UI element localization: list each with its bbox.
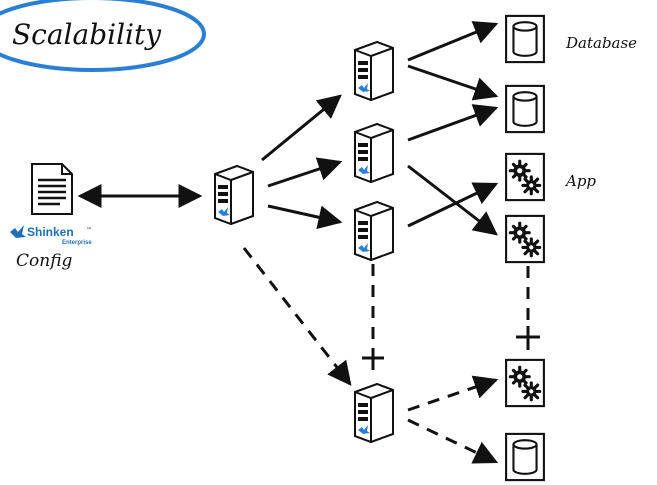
master-to-server2-arrow	[267, 157, 343, 188]
app-gears-icon	[504, 152, 546, 202]
brand-name: Shinken	[27, 225, 74, 239]
config-label: Config	[16, 251, 73, 271]
brand-sub: Enterprise	[62, 240, 92, 246]
plus-icon	[362, 348, 384, 370]
database-cylinder-icon	[504, 14, 546, 64]
master-to-server3-arrow	[267, 204, 343, 230]
page-title: Scalability	[12, 18, 162, 51]
title-badge: Scalability	[0, 0, 206, 72]
server-icon	[353, 382, 395, 444]
server4-to-db3-arrow	[407, 418, 499, 464]
server3-to-app1-arrow	[407, 182, 499, 228]
server1-to-db1-arrow	[407, 21, 499, 62]
database-cylinder-icon	[504, 432, 546, 482]
database-cylinder-icon	[504, 84, 546, 134]
app-gears-icon	[504, 358, 546, 408]
master-server-icon	[213, 164, 255, 226]
plus-icon	[516, 326, 540, 350]
title-ring	[0, 0, 206, 72]
master-to-server1-arrow	[261, 94, 342, 162]
app-label: App	[564, 172, 596, 190]
shinken-logo-icon	[10, 225, 26, 238]
config-document-icon	[31, 163, 73, 215]
app-gears-icon	[504, 214, 546, 264]
solid-connections	[77, 21, 499, 236]
database-label: Database	[565, 34, 637, 52]
server2-to-app2-arrow	[407, 164, 498, 236]
server-icon	[353, 200, 395, 262]
server-icon	[353, 40, 395, 102]
server2-to-db2-arrow	[407, 104, 499, 142]
dashed-connections	[242, 247, 530, 464]
brand-trademark: ™	[86, 227, 92, 234]
server4-to-app3-arrow	[407, 375, 499, 412]
server-icon	[353, 122, 395, 184]
master-to-server4-arrow	[242, 247, 352, 386]
server1-to-db2-arrow	[407, 64, 499, 101]
shinken-enterprise-logo: Shinken ™ Enterprise	[10, 225, 92, 246]
